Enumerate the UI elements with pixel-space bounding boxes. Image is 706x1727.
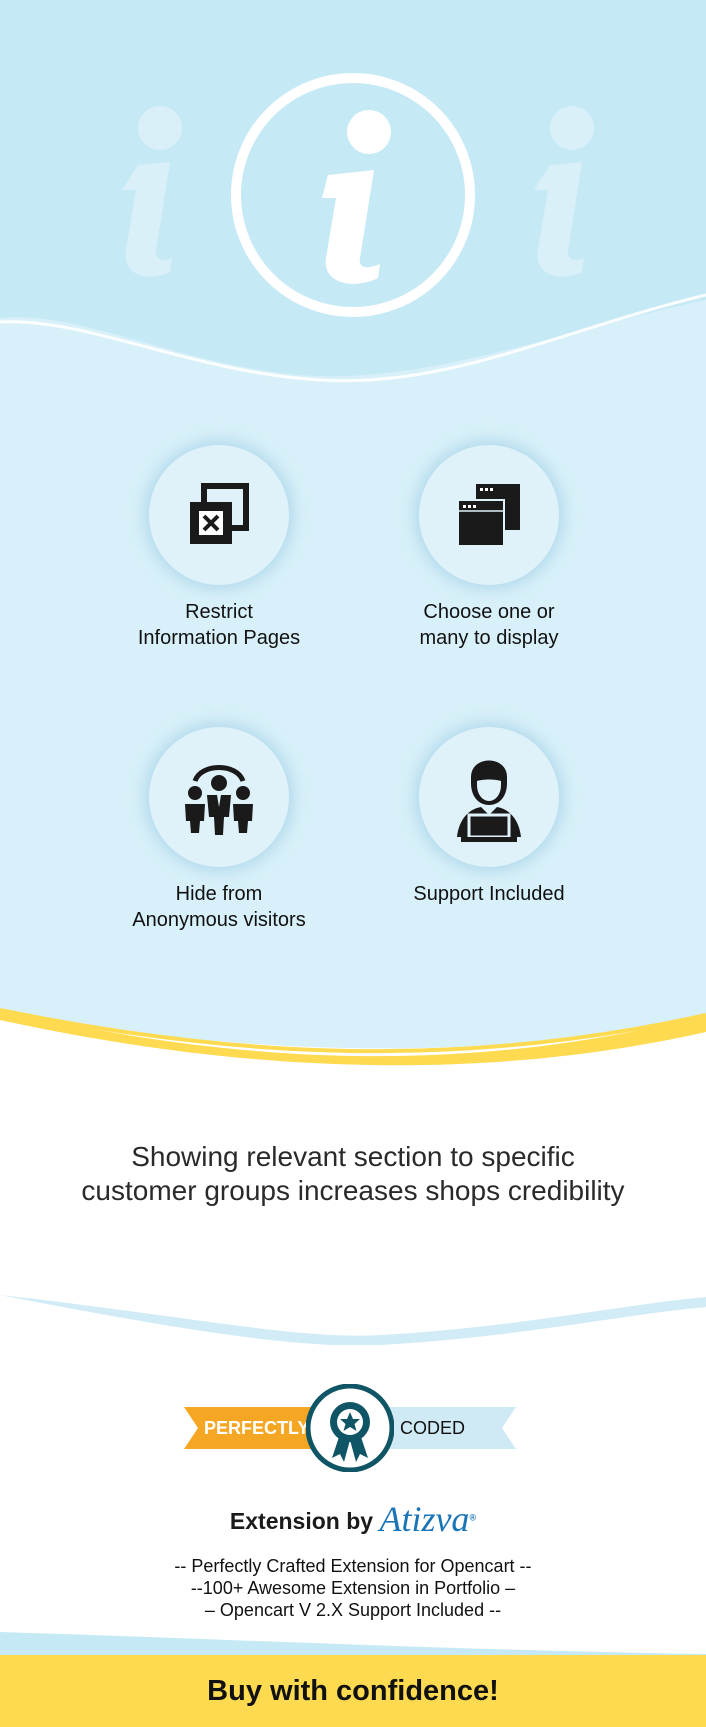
multiple-windows-icon (457, 484, 520, 547)
badge-right-ribbon: CODED (384, 1407, 516, 1449)
feature-icon-circle (149, 727, 289, 867)
footer-line: – Opencart V 2.X Support Included -- (204, 1600, 502, 1620)
registered-mark: ® (469, 1512, 477, 1523)
support-agent-icon (457, 760, 521, 842)
feature-icon-circle (149, 445, 289, 585)
info-circle-icon (231, 73, 475, 317)
feature-icon-circle (419, 445, 559, 585)
feature-label: Restrict Information Pages (137, 601, 301, 649)
info-watermark-right-icon (534, 106, 594, 277)
feature-support: Support Included (354, 727, 624, 907)
feature-restrict-pages: Restrict Information Pages (84, 445, 354, 651)
feature-hide-anonymous: Hide from Anonymous visitors (84, 727, 354, 933)
badge-left-ribbon: PERFECTLY (184, 1407, 324, 1449)
feature-icon-circle (419, 727, 559, 867)
section-divider (0, 1295, 706, 1345)
footer-line: -- Perfectly Crafted Extension for Openc… (174, 1556, 532, 1576)
feature-label: Support Included (413, 883, 565, 905)
award-medal-icon (306, 1384, 394, 1472)
brand-logo: Atizva (379, 1499, 470, 1539)
buy-with-confidence-banner: Buy with confidence! (0, 1655, 706, 1727)
extension-by-prefix: Extension by (229, 1508, 374, 1534)
restrict-page-icon (190, 483, 249, 544)
feature-label: Choose one or many to display (419, 601, 559, 649)
footer-line: --100+ Awesome Extension in Portfolio – (190, 1578, 516, 1598)
info-watermark-left-icon (122, 106, 182, 277)
user-group-icon (185, 765, 253, 835)
cta-top-edge (0, 1632, 706, 1656)
feature-choose-display: Choose one or many to display (354, 445, 624, 651)
tagline-text: Showing relevant section to specific cus… (81, 1141, 625, 1206)
extension-by-line: Extension by Atizva® (0, 1494, 706, 1544)
feature-label: Hide from Anonymous visitors (132, 883, 306, 931)
